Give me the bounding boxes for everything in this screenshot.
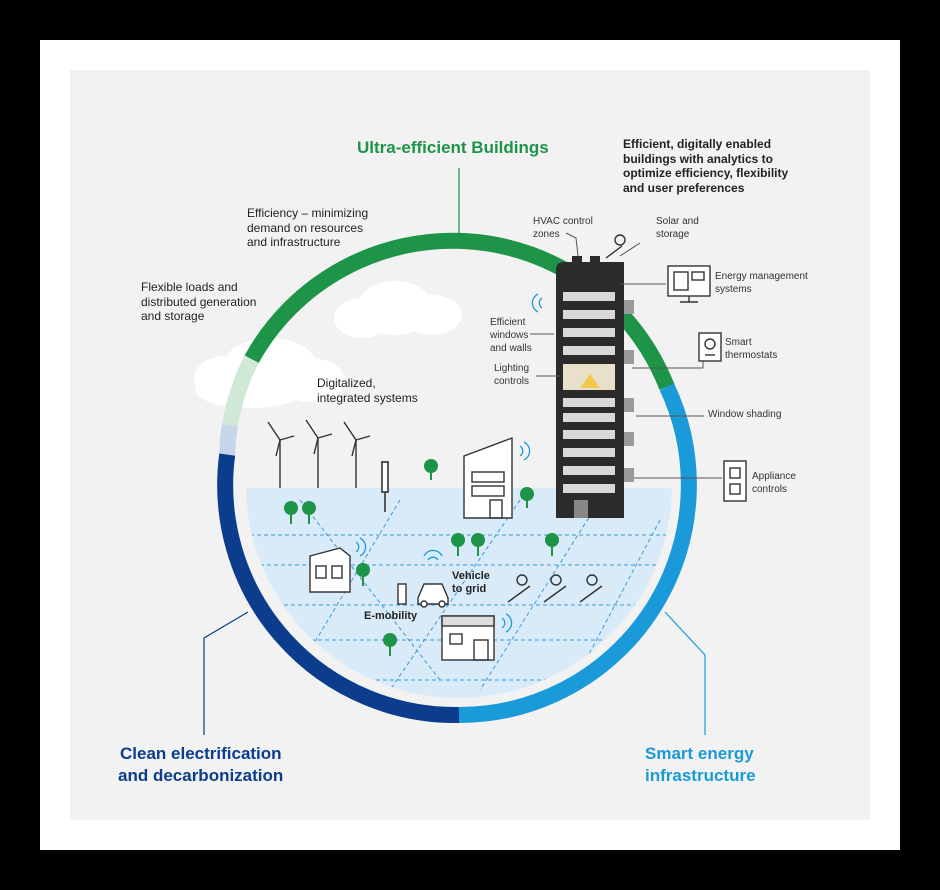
monitor-icon (667, 265, 711, 303)
title-smart-line2: infrastructure (645, 766, 756, 785)
small-buildings (309, 436, 513, 661)
vehicle-icon (397, 583, 449, 608)
note-flexible: Flexible loads and distributed generatio… (141, 280, 257, 323)
ring-dark-blue-arc (217, 453, 460, 724)
title-smart-line1: Smart energy (645, 744, 754, 763)
skyscraper (556, 256, 634, 518)
note-digitalized: Digitalized, integrated systems (317, 376, 418, 405)
solar-storage-icon (605, 234, 626, 259)
ring-faded-blue-arc (219, 423, 238, 455)
ring-faded-green-arc (222, 355, 259, 427)
title-ultra-efficient-buildings: Ultra-efficient Buildings (357, 138, 549, 157)
ring (217, 232, 697, 724)
title-clean-line1: Clean electrification (120, 744, 282, 763)
smart-pole-icon (381, 461, 389, 512)
title-clean-line2: and decarbonization (118, 766, 284, 785)
thermostat-icon (698, 332, 722, 362)
title-leaders (203, 168, 706, 735)
label-leaders (530, 232, 722, 479)
note-efficiency: Efficiency – minimizing demand on resour… (247, 206, 369, 249)
cloud-illustration (194, 281, 462, 408)
outlet-icon (723, 460, 747, 502)
ring-light-blue-arc (458, 383, 697, 723)
wind-turbines (267, 419, 371, 488)
note-efficient-buildings: Efficient, digitally enabled buildings w… (623, 137, 789, 195)
ground-area (246, 488, 672, 698)
label-emobility: E-mobility (364, 610, 418, 622)
ring-green-arc (244, 232, 675, 390)
label-shading: Window shading (708, 409, 782, 420)
solar-panels (507, 574, 603, 603)
wifi-icons (355, 293, 543, 633)
trees (284, 459, 559, 656)
